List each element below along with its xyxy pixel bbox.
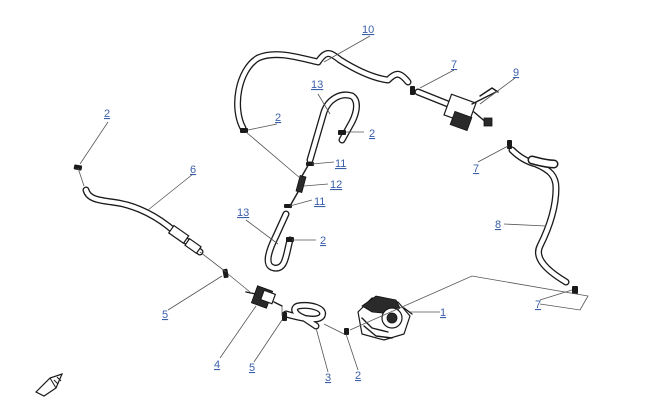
callout-2-lower13[interactable]: 2 [320,235,326,247]
clamp-13-upper-2 [338,130,346,135]
callout-8[interactable]: 8 [495,219,501,231]
hose-6 [82,186,204,256]
hose-13-upper [306,91,360,164]
tee-12 [289,161,311,207]
callout-7-top[interactable]: 7 [451,59,457,71]
hose-8 [508,146,570,286]
routing-lines [77,131,589,335]
hose-13-lower [264,210,294,272]
callout-4[interactable]: 4 [214,359,220,371]
callout-12[interactable]: 12 [330,179,342,191]
clamp-5-right [282,312,287,321]
callout-2-canister[interactable]: 2 [355,370,361,382]
clamp-11-lower [284,204,292,208]
callout-7-right[interactable]: 7 [535,299,541,311]
clamp-top-left-2 [73,164,83,171]
callout-11-lower[interactable]: 11 [314,196,325,208]
callout-labels: 10 7 9 2 2 13 2 11 12 11 6 7 8 13 2 7 1 … [104,24,541,384]
callout-2-upper13[interactable]: 2 [369,128,375,140]
leader-lines [79,35,573,373]
callout-13-upper[interactable]: 13 [311,79,323,91]
callout-7-mid[interactable]: 7 [473,163,479,175]
callout-1[interactable]: 1 [440,307,446,319]
clamp-canister-2 [344,328,349,335]
clamp-5-left [222,268,229,279]
clamp-11-upper [306,162,314,166]
clamp-hose8-end-7 [572,286,578,294]
callout-10[interactable]: 10 [362,24,374,36]
callout-2-left[interactable]: 2 [104,108,110,120]
callout-11-upper[interactable]: 11 [335,158,346,170]
valve-9 [414,87,499,132]
callout-9[interactable]: 9 [513,67,519,79]
callout-5-left[interactable]: 5 [162,309,168,321]
valve-4 [245,285,283,309]
callout-5-right[interactable]: 5 [249,362,255,374]
callout-13-lower[interactable]: 13 [237,207,249,219]
hose-3 [282,302,327,330]
callout-3[interactable]: 3 [325,372,331,384]
callout-2-hose10[interactable]: 2 [275,112,281,124]
front-arrow-icon [34,373,64,397]
clamp-hose10-right-7 [410,86,415,95]
clamps [73,86,578,335]
clamp-hose10-end-2 [240,128,248,133]
callout-6[interactable]: 6 [190,164,196,176]
clamp-valve9-7 [507,140,512,149]
hose-10 [234,50,412,132]
canister-1 [357,295,413,341]
clamp-13-lower-2 [286,237,294,242]
